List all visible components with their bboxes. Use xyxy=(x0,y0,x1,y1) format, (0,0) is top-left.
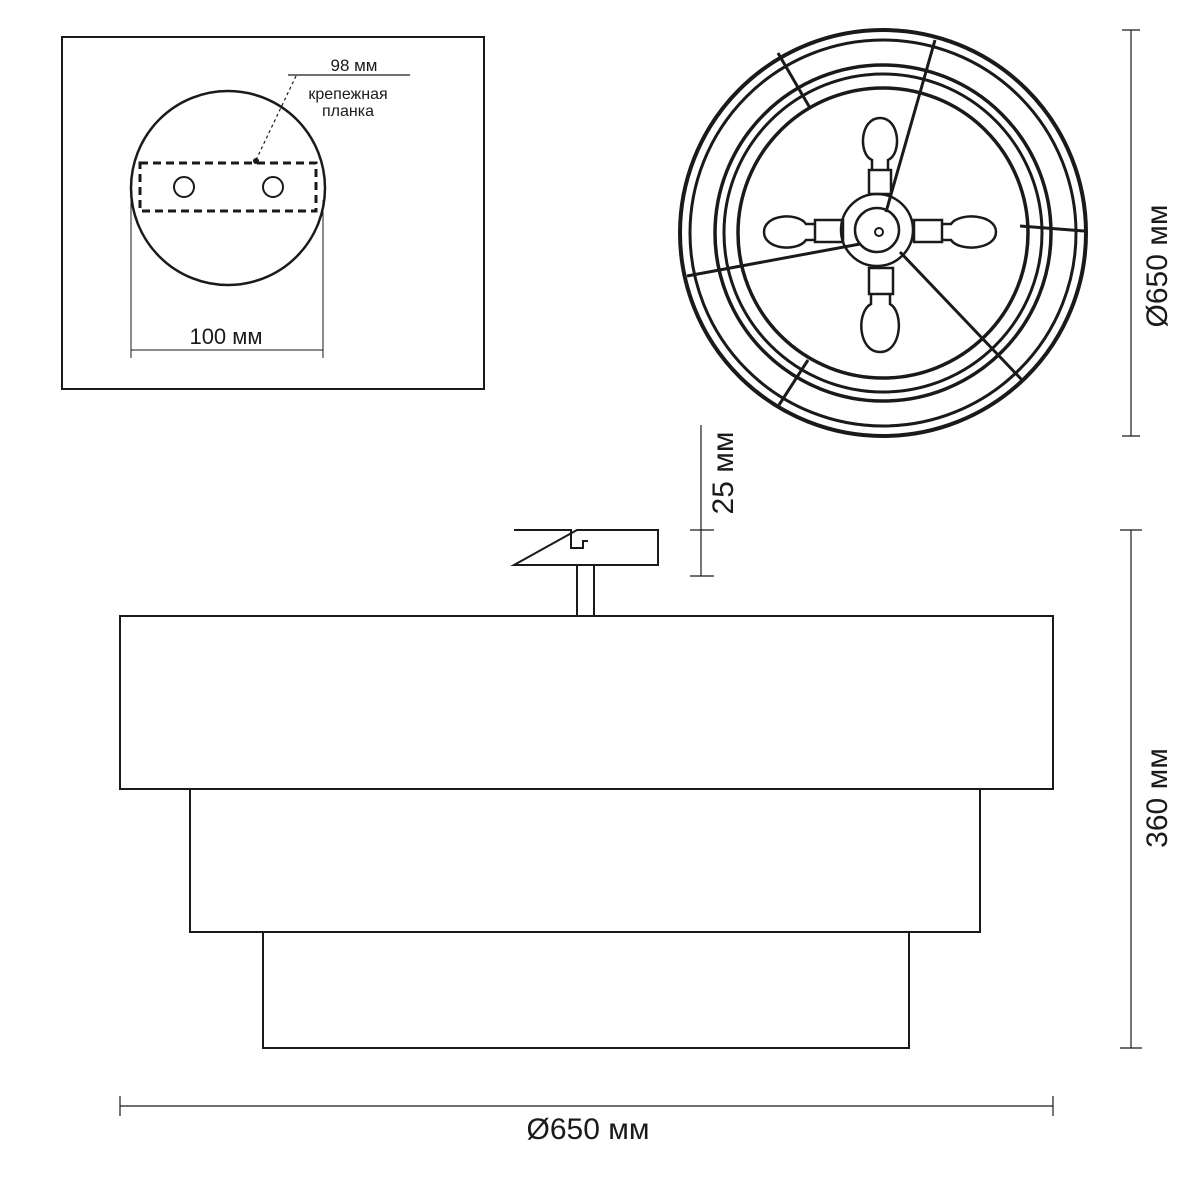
plate-name-label-1: крепежная xyxy=(308,86,387,103)
frame-tie xyxy=(776,52,812,109)
shade-ring-middle xyxy=(713,63,1053,403)
screw-hole-right xyxy=(262,176,284,198)
base-diameter-label: 100 мм xyxy=(189,324,262,349)
top-diameter-label: Ø650 мм xyxy=(1141,205,1174,328)
frame-spoke xyxy=(686,242,861,278)
bulb-bottom xyxy=(860,266,901,354)
shade-ring-inner xyxy=(736,86,1030,380)
shade-ring-middle-inner-edge xyxy=(722,72,1044,394)
frame-tie xyxy=(1019,224,1085,233)
side-diameter-label: Ø650 мм xyxy=(527,1113,650,1146)
canopy xyxy=(510,529,659,566)
frame-spoke xyxy=(898,250,1024,382)
down-rod xyxy=(576,564,595,617)
total-height-label: 360 мм xyxy=(1141,748,1174,848)
shade-tier-bottom xyxy=(262,931,910,1049)
shade-tier-middle xyxy=(189,788,981,933)
bulb-left xyxy=(762,215,845,249)
plate-callout-line xyxy=(255,75,297,161)
mount-detail: 98 мм крепежная планка 100 мм xyxy=(61,36,485,390)
plate-width-label: 98 мм xyxy=(330,56,377,75)
mounting-plate xyxy=(138,161,318,213)
frame-spoke xyxy=(884,39,937,213)
shade-ring-outer xyxy=(678,28,1088,438)
plate-callout-dot xyxy=(253,158,259,164)
mount-detail-frame xyxy=(61,36,485,390)
frame-tie xyxy=(777,359,810,406)
bulb-right xyxy=(912,215,998,249)
hub-outer xyxy=(839,192,915,268)
shade-tier-top xyxy=(119,615,1054,790)
hub-center xyxy=(874,227,884,237)
side-view: 25 мм 360 мм Ø650 мм xyxy=(119,425,1174,1146)
plate-name-label-2: планка xyxy=(322,103,374,120)
hub-inner xyxy=(853,206,901,254)
shade-ring-outer-inner-edge xyxy=(688,38,1078,428)
screw-hole-left xyxy=(173,176,195,198)
top-view: Ø650 мм xyxy=(678,28,1174,438)
canopy-height-label: 25 мм xyxy=(707,432,740,515)
ceiling-base-circle xyxy=(129,89,327,287)
bulb-top xyxy=(861,116,899,196)
